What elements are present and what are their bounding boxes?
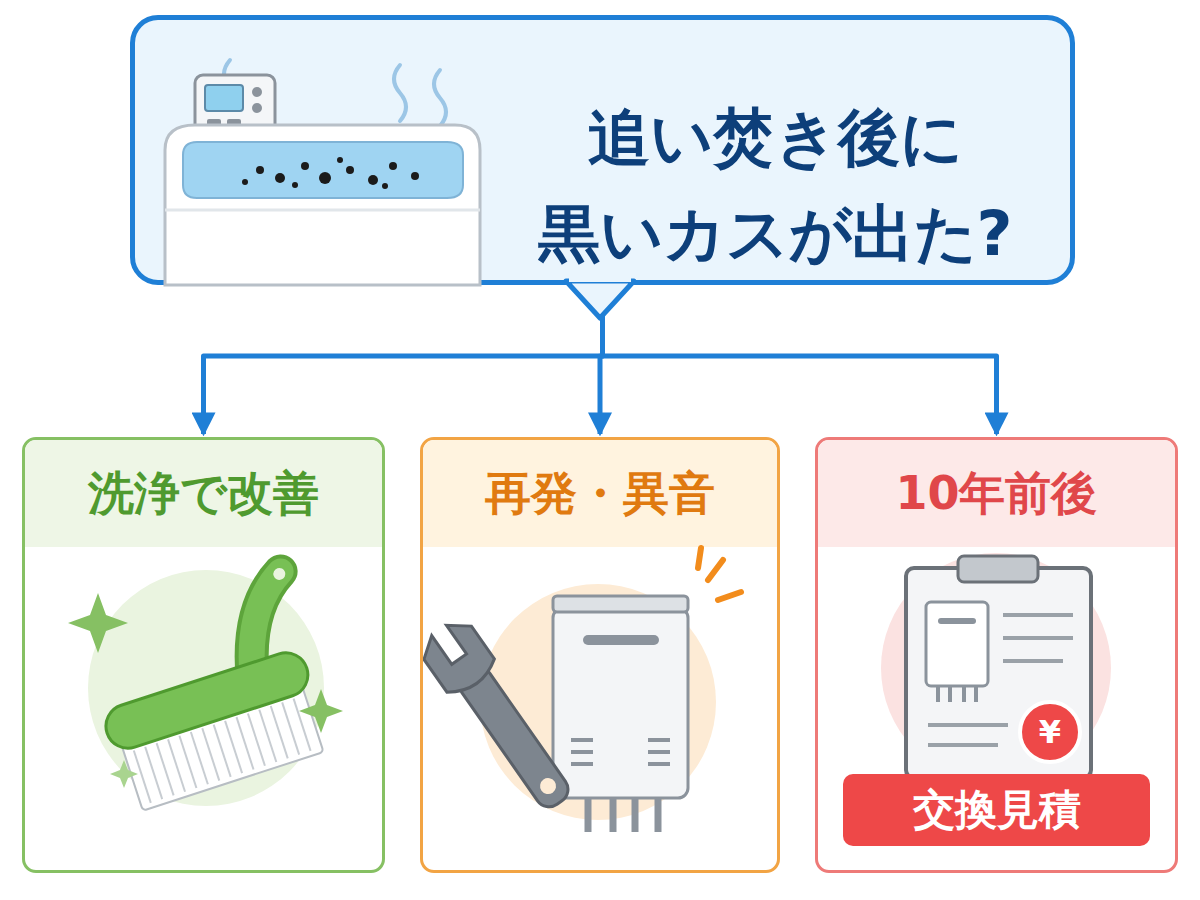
flow-arrow bbox=[204, 285, 603, 434]
flow-arrow bbox=[603, 285, 997, 434]
yen-symbol: ¥ bbox=[1020, 702, 1080, 762]
title-text: 追い焚き後に 黒いカスが出た? bbox=[490, 90, 1060, 282]
badge-text: 交換見積 bbox=[843, 774, 1150, 846]
card-heading: 10年前後 bbox=[818, 440, 1175, 547]
estimate-badge: 交換見積 bbox=[843, 774, 1150, 846]
flow-arrow bbox=[600, 285, 603, 434]
result-card: 再発・異音 bbox=[420, 437, 780, 873]
speech-bubble: 追い焚き後に 黒いカスが出た? bbox=[130, 15, 1075, 285]
card-heading: 洗浄で改善 bbox=[25, 440, 382, 547]
result-card: 洗浄で改善 bbox=[22, 437, 385, 873]
card-heading: 再発・異音 bbox=[423, 440, 777, 547]
result-card: 10年前後交換見積 ¥ bbox=[815, 437, 1178, 873]
